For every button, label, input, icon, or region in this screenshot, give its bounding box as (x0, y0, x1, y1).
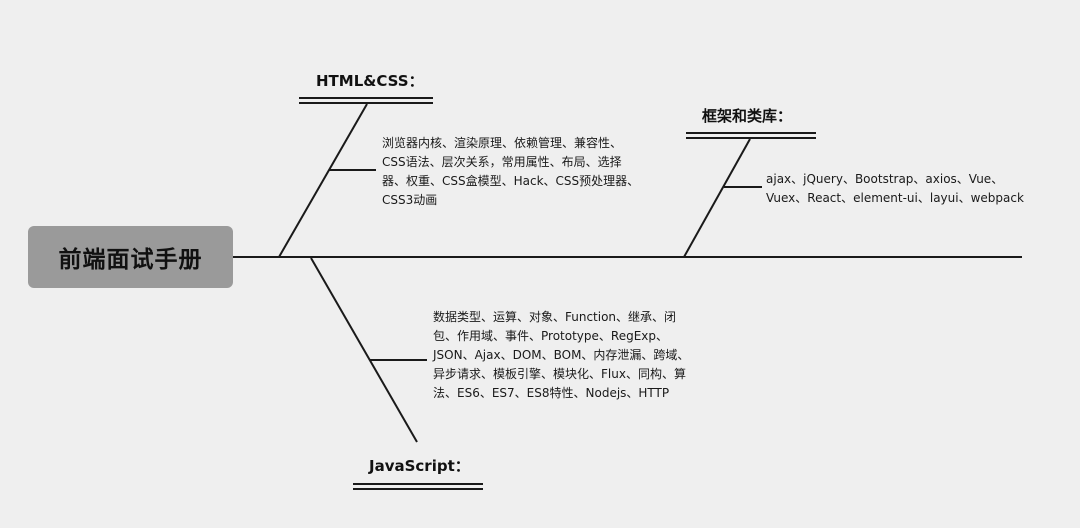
main-title: 前端面试手册 (58, 247, 203, 273)
html-css-line: 浏览器内核、渲染原理、依赖管理、兼容性、 (382, 136, 623, 150)
framework-line: ajax、jQuery、Bootstrap、axios、Vue、 (766, 172, 1004, 186)
framework-title: 框架和类库： (702, 107, 793, 125)
javascript-title: JavaScript： (369, 457, 470, 475)
html-css-line: 器、权重、CSS盒模型、Hack、CSS预处理器、 (382, 174, 640, 188)
html-css-description: 浏览器内核、渲染原理、依赖管理、兼容性、 CSS语法、层次关系，常用属性、布局、… (382, 134, 639, 210)
javascript-line: 数据类型、运算、对象、Function、继承、闭 (433, 310, 677, 324)
html-css-line: CSS3动画 (382, 193, 438, 207)
main-title-box: 前端面试手册 (28, 226, 233, 288)
html-css-bone (278, 103, 368, 258)
html-css-title: HTML&CSS： (316, 72, 424, 90)
framework-description: ajax、jQuery、Bootstrap、axios、Vue、 Vuex、Re… (766, 170, 1024, 208)
framework-line: Vuex、React、element-ui、layui、webpack (766, 191, 1024, 205)
framework-bone (683, 138, 751, 258)
javascript-line: 包、作用域、事件、Prototype、RegExp、 (433, 329, 668, 343)
html-css-line: CSS语法、层次关系，常用属性、布局、选择 (382, 155, 622, 169)
javascript-bone (310, 257, 418, 443)
javascript-line: JSON、Ajax、DOM、BOM、内存泄漏、跨域、 (433, 348, 690, 362)
javascript-line: 异步请求、模板引擎、模块化、Flux、同构、算 (433, 367, 686, 381)
javascript-line: 法、ES6、ES7、ES8特性、Nodejs、HTTP (433, 386, 670, 400)
javascript-description: 数据类型、运算、对象、Function、继承、闭 包、作用域、事件、Protot… (433, 308, 689, 403)
